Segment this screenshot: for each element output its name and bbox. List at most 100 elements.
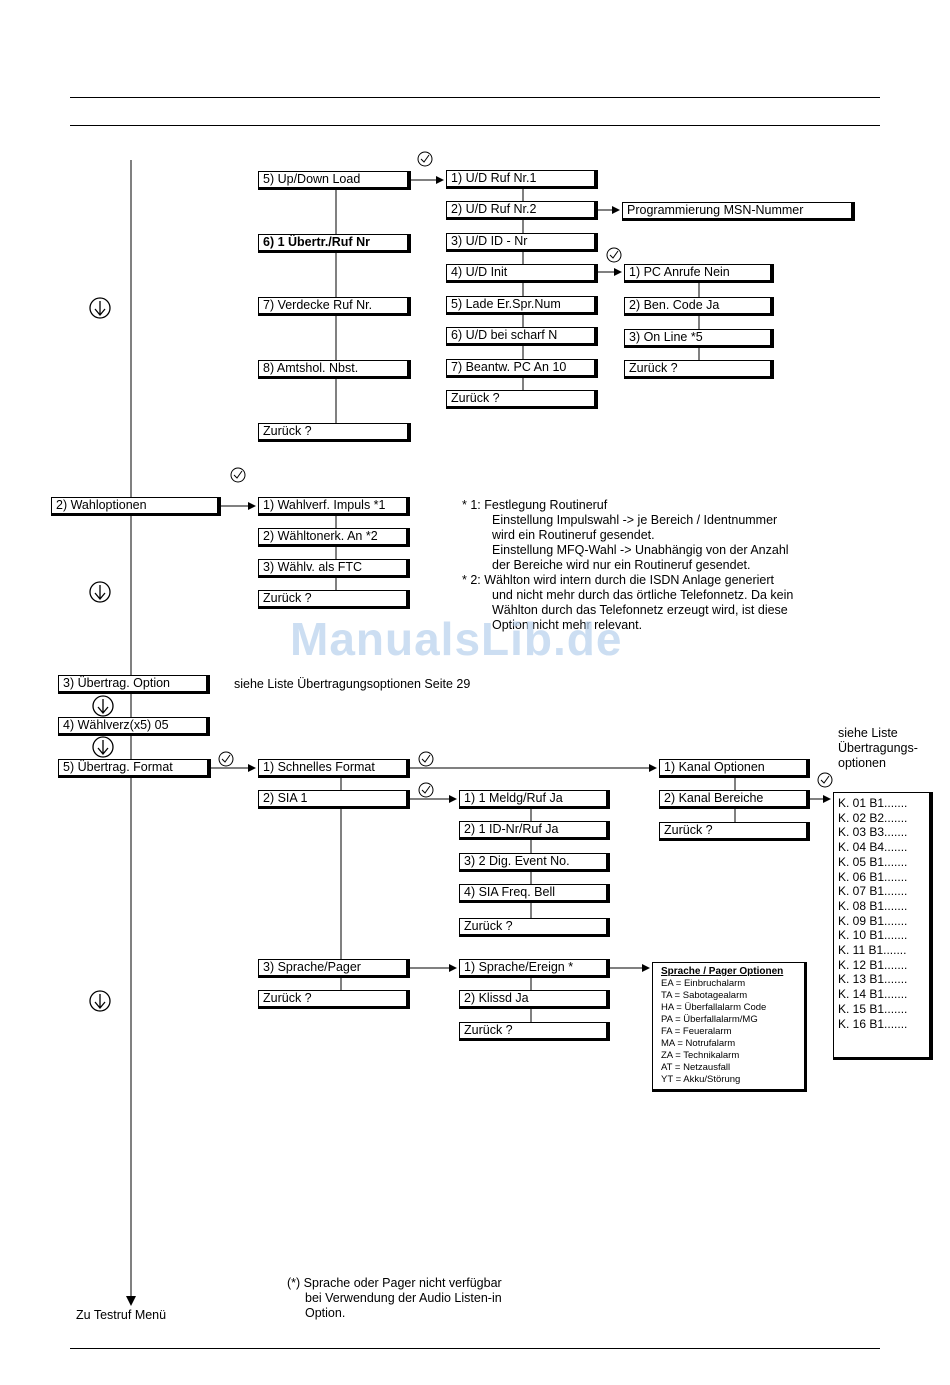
check-circle-icon [417,151,433,167]
list-note-line: optionen [838,756,886,770]
channel-item[interactable]: K. 08 B1....... [838,898,908,913]
footnote-line: Einstellung MFQ-Wahl -> Unabhängig von d… [492,543,789,557]
footnote-line: wird ein Routineruf gesendet. [492,528,655,542]
transfer-list-note: siehe Liste Übertragungs- optionen [838,726,918,771]
footnote-line: bei Verwendung der Audio Listen-in [305,1291,502,1305]
menu-box-back[interactable]: Zurück ? [446,390,598,409]
check-circle-icon [218,751,234,767]
channel-item[interactable]: K. 02 B2....... [838,810,908,825]
list-note-line: siehe Liste [838,726,898,740]
pager-option-item: TA = Sabotagealarm [661,990,748,1001]
menu-box-ud-init[interactable]: 4) U/D Init [446,264,598,283]
menu-box-fast-format[interactable]: 1) Schnelles Format [258,759,410,778]
list-note-line: Übertragungs- [838,741,918,755]
test-call-menu-link[interactable]: Zu Testruf Menü [76,1308,167,1322]
menu-box-back[interactable]: Zurück ? [659,822,810,841]
menu-box-user-code[interactable]: 2) Ben. Code Ja [624,297,774,316]
channel-item[interactable]: K. 06 B1....... [838,869,908,884]
channel-item[interactable]: K. 13 B1....... [838,972,908,987]
footnote-line: und nicht mehr durch das örtliche Telefo… [492,588,794,602]
footnote-line: der Bereiche wird nur ein Routineruf ges… [492,558,751,572]
pager-option-item: PA = Überfallalarm/MG [661,1014,758,1025]
footnote-line: (*) Sprache oder Pager nicht verfügbar [287,1276,502,1290]
menu-box-dial-tone-detect[interactable]: 2) Wähltonerk. An *2 [258,528,410,547]
menu-box-msn-programming[interactable]: Programmierung MSN-Nummer [622,202,855,221]
menu-box-transfer-format[interactable]: 5) Übertrag. Format [58,759,211,778]
pager-option-item: ZA = Technikalarm [661,1050,740,1061]
menu-box-answer-pc[interactable]: 7) Beantw. PC An 10 [446,359,598,378]
channel-item[interactable]: K. 03 B3....... [838,825,908,840]
channel-item[interactable]: K. 01 B1....... [838,796,908,810]
menu-box-kissoff[interactable]: 2) Klissd Ja [459,990,610,1009]
channel-list: K. 01 B1....... K. 02 B2....... K. 03 B3… [833,792,933,1060]
channel-item[interactable]: K. 04 B4....... [838,840,908,855]
menu-box-hide-caller-number[interactable]: 7) Verdecke Ruf Nr. [258,297,411,316]
header-rule-top [70,97,880,98]
menu-box-sia-event-per-call[interactable]: 1) 1 Meldg/Ruf Ja [459,790,610,809]
menu-box-ud-id-number[interactable]: 3) U/D ID - Nr [446,233,598,252]
pager-options-title: Sprache / Pager Optionen [661,966,784,977]
menu-box-sia-id-per-call[interactable]: 2) 1 ID-Nr/Ruf Ja [459,821,610,840]
check-circle-icon [418,751,434,767]
menu-box-ud-call-number-1[interactable]: 1) U/D Ruf Nr.1 [446,170,598,189]
transfer-option-note: siehe Liste Übertragungsoptionen Seite 2… [234,677,471,691]
dial-footnotes: * 1: Festlegung Routineruf Einstellung I… [462,498,793,633]
header-rule-bottom [70,125,880,126]
pager-option-item: AT = Netzausfall [661,1062,731,1073]
channel-item[interactable]: K. 12 B1....... [838,957,908,972]
channel-item[interactable]: K. 15 B1....... [838,1001,908,1016]
footnote-line: Wählton durch das Telefonnetz erzeugt wi… [492,603,788,617]
check-circle-icon [606,247,622,263]
menu-box-sia-frequency[interactable]: 4) SIA Freq. Bell [459,884,610,903]
menu-box-transfer-option[interactable]: 3) Übertrag. Option [58,675,210,694]
menu-box-back[interactable]: Zurück ? [258,423,411,442]
pager-option-item: YT = Akku/Störung [661,1074,741,1085]
footnote-line: Einstellung Impulswahl -> je Bereich / I… [492,513,778,527]
menu-box-back[interactable]: Zurück ? [624,360,774,379]
footnote-line: Option nicht mehr relevant. [492,618,643,632]
menu-box-up-down-load[interactable]: 5) Up/Down Load [258,171,411,190]
watermark: ManualsLib.de [290,613,623,665]
menu-box-sia-1[interactable]: 2) SIA 1 [258,790,410,809]
menu-box-back[interactable]: Zurück ? [258,990,410,1009]
pager-option-item: MA = Notrufalarm [661,1038,736,1049]
channel-item[interactable]: K. 07 B1....... [838,884,908,899]
menu-box-online[interactable]: 3) On Line *5 [624,329,774,348]
menu-box-line-access[interactable]: 8) Amtshol. Nbst. [258,360,411,379]
down-arrow-circle-icon [92,736,114,758]
menu-box-back[interactable]: Zurück ? [459,1022,610,1041]
check-circle-icon [817,772,833,788]
down-arrow-circle-icon [92,695,114,717]
channel-item[interactable]: K. 10 B1....... [838,928,908,943]
footnote-line: * 1: Festlegung Routineruf [462,498,608,512]
footer-rule [70,1348,880,1349]
pager-option-item: EA = Einbruchalarm [661,978,746,989]
menu-box-ud-when-armed[interactable]: 6) U/D bei scharf N [446,327,598,346]
check-circle-icon [230,467,246,483]
menu-box-first-transfer-number[interactable]: 6) 1 Übertr./Ruf Nr [258,234,411,253]
menu-box-channel-areas[interactable]: 2) Kanal Bereiche [659,790,810,809]
menu-box-back[interactable]: Zurück ? [459,918,610,937]
menu-box-load-speech-number[interactable]: 5) Lade Er.Spr.Num [446,296,598,315]
channel-item[interactable]: K. 16 B1....... [838,1016,908,1031]
menu-box-voice-event[interactable]: 1) Sprache/Ereign * [459,959,610,978]
channel-item[interactable]: K. 11 B1....... [838,943,907,958]
menu-box-dial-ftc[interactable]: 3) Wählv. als FTC [258,559,410,578]
menu-box-dial-options[interactable]: 2) Wahloptionen [51,497,221,516]
channel-item[interactable]: K. 09 B1....... [838,913,908,928]
menu-box-dial-delay[interactable]: 4) Wählverz(x5) 05 [58,717,210,736]
menu-box-dial-method[interactable]: 1) Wahlverf. Impuls *1 [258,497,410,516]
pager-option-item: HA = Überfallalarm Code [661,1002,767,1013]
menu-box-channel-options[interactable]: 1) Kanal Optionen [659,759,810,778]
menu-box-back[interactable]: Zurück ? [258,590,410,609]
menu-box-sia-event-digits[interactable]: 3) 2 Dig. Event No. [459,853,610,872]
channel-item[interactable]: K. 14 B1....... [838,987,908,1002]
menu-box-voice-pager[interactable]: 3) Sprache/Pager [258,959,410,978]
menu-box-ud-call-number-2[interactable]: 2) U/D Ruf Nr.2 [446,201,598,220]
pager-options-box: Sprache / Pager Optionen EA = Einbruchal… [652,962,807,1092]
channel-item[interactable]: K. 05 B1....... [838,854,908,869]
footnote-line: * 2: Wählton wird intern durch die ISDN … [462,573,774,587]
footnote-line: Option. [305,1306,346,1320]
menu-box-pc-calls[interactable]: 1) PC Anrufe Nein [624,264,774,283]
